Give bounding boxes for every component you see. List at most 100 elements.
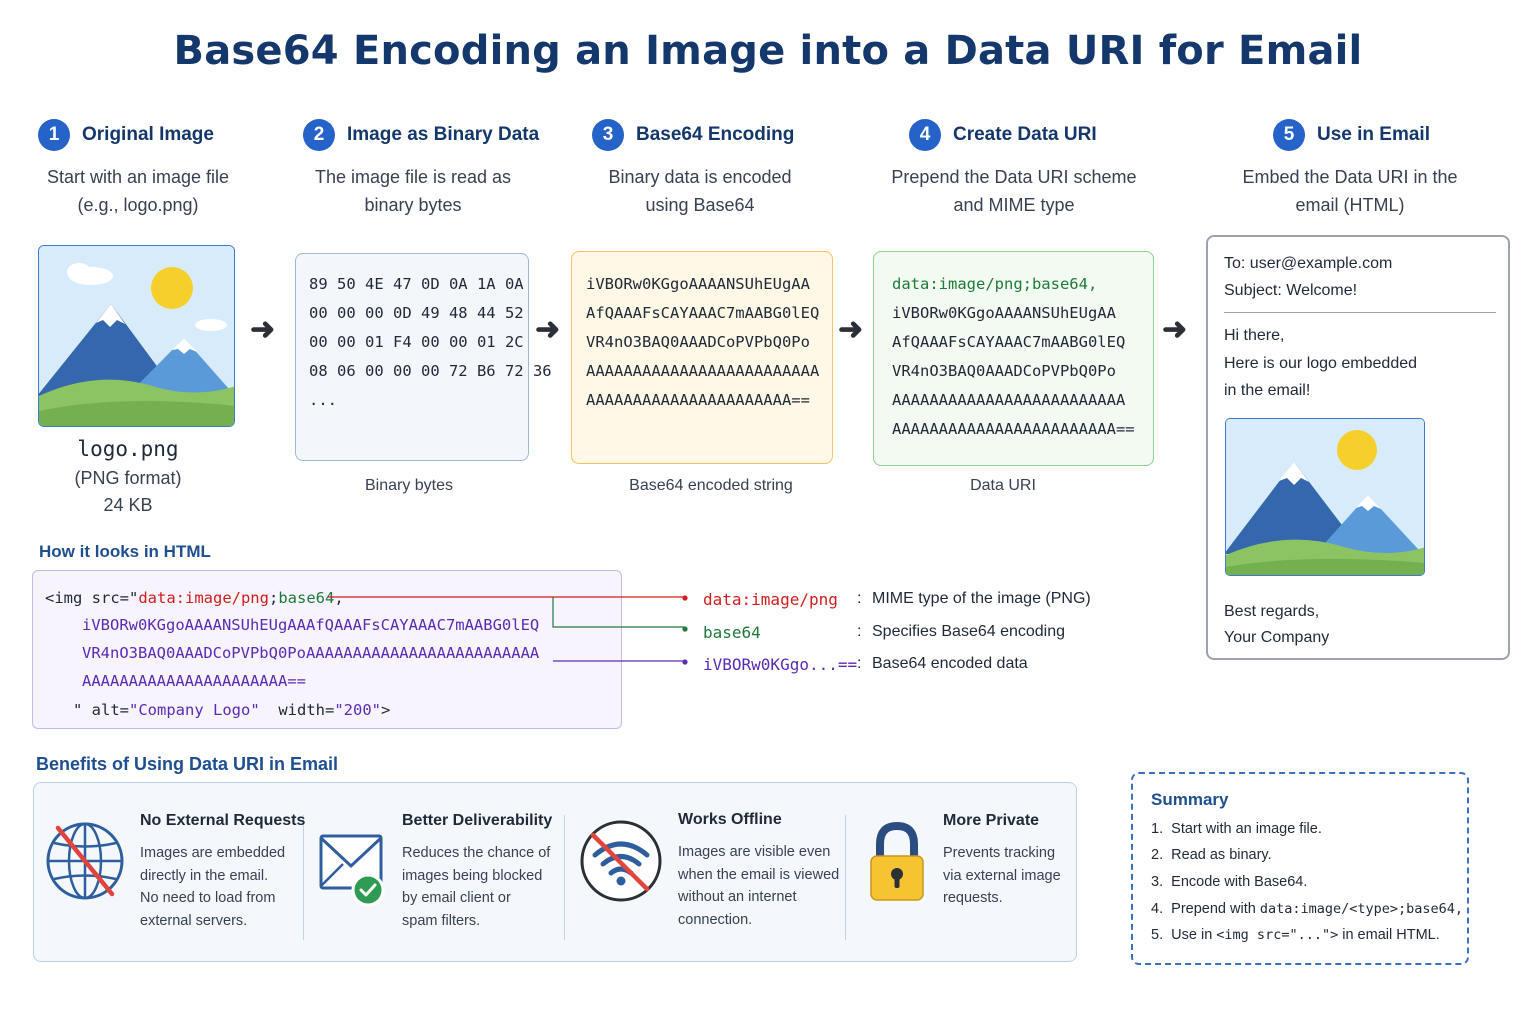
step-5-number: 5 (1273, 119, 1305, 151)
email-preview: To: user@example.com Subject: Welcome! H… (1206, 235, 1510, 660)
data-connector-dot (682, 659, 688, 665)
base64-string-box: iVBORw0KGgoAAAANSUhEUgAA AfQAAAFsCAYAAAC… (571, 251, 833, 464)
embedded-logo-image (1225, 418, 1425, 576)
landscape-image-icon (1226, 419, 1424, 575)
benefit-desc-line: when the email is viewed (678, 866, 840, 883)
html-base64-token: base64 (278, 589, 335, 607)
base64-caption: Base64 encoded string (629, 477, 793, 494)
summary-item: 3. Encode with Base64. (1151, 874, 1307, 890)
benefit-title: More Private (943, 812, 1040, 829)
html-code-line-2: iVBORw0KGgoAAAANSUhEUgAAAfQAAAFsCAYAAAC7… (82, 616, 540, 634)
binary-line: 08 06 00 00 00 72 B6 72 36 (309, 362, 552, 380)
summary-item-number: 3. (1151, 874, 1164, 890)
globe-blocked-icon (46, 822, 124, 900)
benefit-desc-line: without an internet (678, 889, 797, 905)
arrow-right-icon: ➜ (1162, 313, 1188, 346)
data-uri-caption: Data URI (970, 477, 1036, 494)
summary-item: 1. Start with an image file. (1151, 821, 1322, 837)
original-image-thumbnail (38, 245, 235, 427)
benefit-description: Images are visible even when the email i… (678, 841, 839, 931)
step-5-header: 5 Use in Email (1273, 118, 1430, 152)
base64-line: AAAAAAAAAAAAAAAAAAAAAA== (586, 391, 810, 409)
step-4-desc-line: Prepend the Data URI scheme (891, 167, 1137, 187)
legend-base64-term: base64 (703, 623, 761, 642)
summary-heading: Summary (1151, 790, 1229, 809)
padlock-icon (870, 821, 924, 901)
summary-item: 5. Use in <img src="..."> in email HTML. (1151, 927, 1440, 943)
data-uri-line: AAAAAAAAAAAAAAAAAAAAAAAA== (892, 420, 1135, 438)
step-2-description: The image file is read as binary bytes (283, 163, 543, 219)
data-uri-line: iVBORw0KGgoAAAANSUhEUgAA (892, 304, 1116, 322)
benefit-title: Better Deliverability (402, 812, 553, 829)
html-width-attr: width= (259, 701, 335, 719)
base64-line: AAAAAAAAAAAAAAAAAAAAAAAAA (586, 362, 820, 380)
step-1-header: 1 Original Image (38, 118, 214, 152)
step-1-desc-line: Start with an image file (46, 167, 230, 187)
base64-line: VR4nO3BAQ0AAADCoPVPbQ0Po (586, 333, 810, 351)
legend-colon: : (857, 623, 862, 640)
wifi-off-icon (580, 820, 662, 902)
html-alt-value: "Company Logo" (129, 701, 260, 719)
benefit-title: Works Offline (678, 811, 782, 828)
email-body-line: in the email! (1224, 382, 1311, 399)
step-4-header: 4 Create Data URI (909, 118, 1097, 152)
summary-item-code: <img src="..."> (1216, 927, 1339, 943)
html-code-line-4: AAAAAAAAAAAAAAAAAAAAAA== (82, 672, 306, 690)
email-greeting: Hi there, (1224, 327, 1285, 344)
legend-colon: : (857, 590, 862, 607)
binary-line: 00 00 00 0D 49 48 44 52 (309, 304, 524, 322)
data-uri-line: AAAAAAAAAAAAAAAAAAAAAAAAA (892, 391, 1126, 409)
step-3-title: Base64 Encoding (636, 124, 795, 145)
binary-caption: Binary bytes (364, 477, 454, 494)
base64-connector-dot (682, 626, 688, 632)
benefit-description: Prevents tracking via external image req… (943, 842, 1061, 910)
benefit-desc-line: requests. (943, 890, 1003, 906)
image-format: (PNG format) (74, 468, 182, 488)
html-code-line-3: VR4nO3BAQ0AAADCoPVPbQ0PoAAAAAAAAAAAAAAAA… (82, 644, 540, 662)
legend-mime-term: data:image/png (703, 590, 838, 609)
benefit-desc-line: directly in the email. (140, 867, 269, 884)
step-4-description: Prepend the Data URI scheme and MIME typ… (874, 163, 1154, 219)
email-signature: Your Company (1224, 629, 1330, 646)
summary-item-text: Encode with Base64. (1171, 874, 1308, 890)
arrow-right-icon: ➜ (250, 313, 276, 346)
arrow-right-icon: ➜ (838, 313, 864, 346)
html-mime-type: data:image/png (138, 589, 269, 607)
html-example-heading: How it looks in HTML (39, 542, 211, 561)
step-5-description: Embed the Data URI in the email (HTML) (1220, 163, 1480, 219)
legend-data-term: iVBORw0KGgo...== (703, 655, 858, 674)
legend-colon: : (857, 655, 862, 672)
summary-item-code: data:image/<type>;base64, (1259, 901, 1464, 917)
step-1-title: Original Image (82, 124, 214, 145)
page-title: Base64 Encoding an Image into a Data URI… (173, 28, 1363, 74)
legend-base64-desc: Specifies Base64 encoding (872, 623, 1066, 640)
html-code-line-1: <img src="data:image/png;base64, (45, 589, 344, 607)
step-3-desc-line: Binary data is encoded (608, 167, 792, 187)
html-width-value: "200" (334, 701, 381, 719)
benefit-desc-line: connection. (678, 911, 753, 928)
benefit-desc-line: external servers. (140, 912, 248, 929)
benefit-desc-line: images being blocked (402, 867, 543, 884)
summary-item-text: Start with an image file. (1171, 821, 1322, 837)
benefit-desc-line: Prevents tracking (943, 845, 1056, 861)
base64-connector-line (552, 597, 684, 628)
step-2-desc-line: binary bytes (364, 195, 462, 215)
envelope-check-icon (319, 834, 385, 907)
summary-item: 2. Read as binary. (1151, 847, 1272, 863)
step-2-desc-line: The image file is read as (314, 167, 512, 187)
html-comma: , (334, 589, 344, 607)
html-tag-end: > (381, 701, 391, 719)
binary-line: ... (309, 391, 337, 409)
benefit-title: No External Requests (140, 812, 306, 829)
step-5-desc-line: Embed the Data URI in the (1242, 167, 1458, 187)
step-3-desc-line: using Base64 (645, 195, 755, 215)
step-4-desc-line: and MIME type (953, 195, 1075, 215)
data-uri-prefix: data:image/png;base64, (892, 275, 1098, 293)
binary-line: 89 50 4E 47 0D 0A 1A 0A (309, 275, 524, 293)
summary-panel: Summary 1. Start with an image file. 2. … (1131, 772, 1469, 965)
image-filename: logo.png (77, 437, 179, 461)
email-divider (1224, 312, 1496, 313)
email-body-line: Here is our logo embedded (1224, 355, 1418, 372)
summary-item-number: 5. (1151, 927, 1164, 943)
